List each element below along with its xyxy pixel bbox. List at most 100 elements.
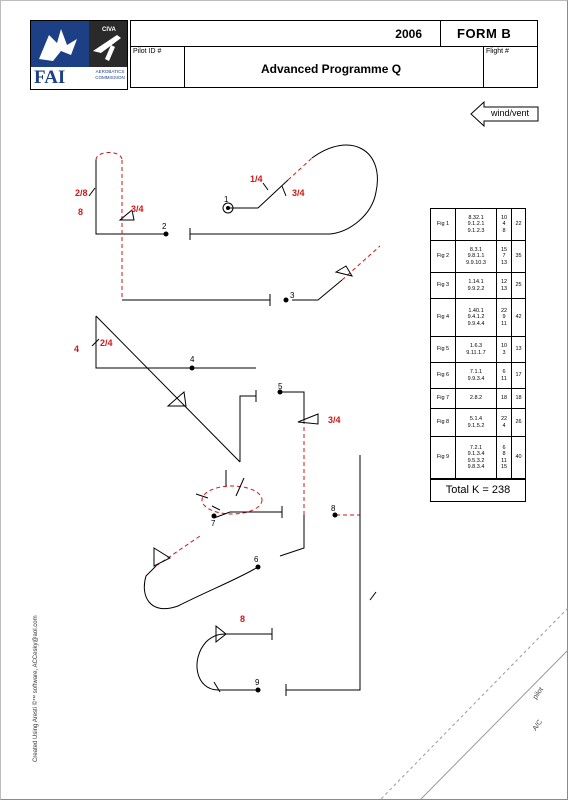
k-table-total: 22 — [511, 208, 526, 241]
k-table-k-value: 3 — [502, 349, 506, 356]
fig4-triangle — [166, 391, 187, 407]
ac-line — [419, 649, 568, 800]
k-table-fig: Fig 5 — [430, 336, 456, 363]
k-table-k-value: 10 — [500, 214, 508, 221]
fig5-snap-triangle — [297, 413, 319, 425]
k-table-fig: Fig 1 — [430, 208, 456, 241]
fig4-roll-label-b: 2/4 — [100, 338, 113, 348]
fig1-loop — [190, 144, 378, 235]
fig5-roll-label: 3/4 — [328, 415, 341, 425]
k-table-code: 1.14.1 — [468, 279, 484, 285]
k-table-k-value: 4 — [502, 422, 506, 429]
flight-cell[interactable]: Flight # — [483, 46, 538, 88]
k-table-k-value: 4 — [502, 221, 506, 228]
fig-number-1: 1 — [224, 195, 229, 204]
flight-label: Flight # — [486, 48, 509, 55]
fig7-loop — [201, 485, 263, 515]
logo-graphic — [31, 21, 127, 67]
fig4-diagonal — [95, 315, 241, 463]
fig7-arrows — [195, 470, 245, 511]
fig6-triangle — [153, 547, 172, 567]
figure-1 — [189, 144, 378, 240]
fig-number-4: 4 — [190, 355, 195, 364]
fig-number-5: 5 — [278, 382, 283, 391]
figure-4 — [91, 315, 256, 463]
header-year: 2006 — [395, 27, 422, 41]
k-table-code: 9.9.3.4 — [467, 375, 485, 382]
k-table-k-value: 7 — [502, 253, 506, 260]
k-table-code: 9.9.10.3 — [466, 259, 486, 266]
fig8-roll-tick — [369, 591, 377, 601]
fig2-roll-label-b: 8 — [78, 207, 83, 217]
header-form: FORM B — [457, 26, 512, 41]
k-table-fig: Fig 7 — [430, 388, 456, 409]
fig2-roll-triangle — [118, 209, 135, 221]
fig6-loop — [143, 565, 259, 610]
airplane-small-icon — [105, 45, 115, 61]
fig3-line-b — [292, 279, 343, 301]
k-table-fig: Fig 3 — [430, 272, 456, 299]
k-table-k-value: 10 — [500, 343, 508, 349]
k-table-k-value: 13 — [500, 285, 508, 292]
k-table-fig: Fig 4 — [430, 298, 456, 337]
k-table-total: 35 — [511, 240, 526, 273]
k-table-k-value: 9 — [502, 314, 506, 321]
fig1-line-b — [257, 179, 289, 209]
k-table-code: 7.1.1 — [469, 369, 483, 375]
fig5-line-c — [279, 515, 305, 557]
fig-number-8: 8 — [331, 504, 336, 513]
k-table-code: 9.4.1.2 — [467, 314, 485, 321]
k-table-k-value: 11 — [501, 375, 507, 382]
fig5-line-a — [239, 395, 256, 462]
k-table-code: 1.40.1 — [468, 307, 484, 314]
fig9-loop — [196, 633, 272, 691]
k-table-code: 9.8.3.4 — [467, 464, 485, 470]
k-table-k: 18 — [496, 388, 512, 409]
k-table-code: 1.6.3 — [469, 343, 483, 349]
eagle-icon — [39, 29, 77, 61]
pilot-id-cell[interactable]: Pilot ID # — [130, 46, 185, 88]
k-table-code: 9.8.1.1 — [467, 253, 485, 260]
pilot-id-label: Pilot ID # — [133, 48, 162, 55]
k-table-k-value: 22 — [500, 307, 508, 314]
k-table-k-value: 12 — [500, 279, 508, 285]
k-table-code: 9.1.5.2 — [467, 422, 485, 429]
k-table-code: 8.32.1 — [468, 214, 484, 221]
fig2-roll-label-c: 3/4 — [131, 204, 144, 214]
fig-number-7: 7 — [211, 519, 216, 528]
k-table-fig: Fig 6 — [430, 362, 456, 389]
logo-civa: CIVA — [102, 27, 116, 33]
k-table-total: 17 — [511, 362, 526, 389]
fig-number-6: 6 — [254, 555, 259, 564]
k-table-k-value: 6 — [502, 369, 506, 375]
figure-9 — [196, 624, 273, 693]
fig1-roll-label-b: 3/4 — [292, 188, 305, 198]
fig-number-9: 9 — [255, 678, 260, 687]
figure-2 — [88, 152, 165, 300]
k-table-code: 7.2.1 — [469, 444, 483, 451]
k-table-code: 5.1.4 — [469, 416, 483, 422]
k-table-code: 8.3.1 — [469, 246, 483, 253]
figure-3 — [122, 245, 381, 306]
k-table-total: 26 — [511, 408, 526, 437]
k-table-code: 9.1.3.4 — [467, 451, 485, 457]
